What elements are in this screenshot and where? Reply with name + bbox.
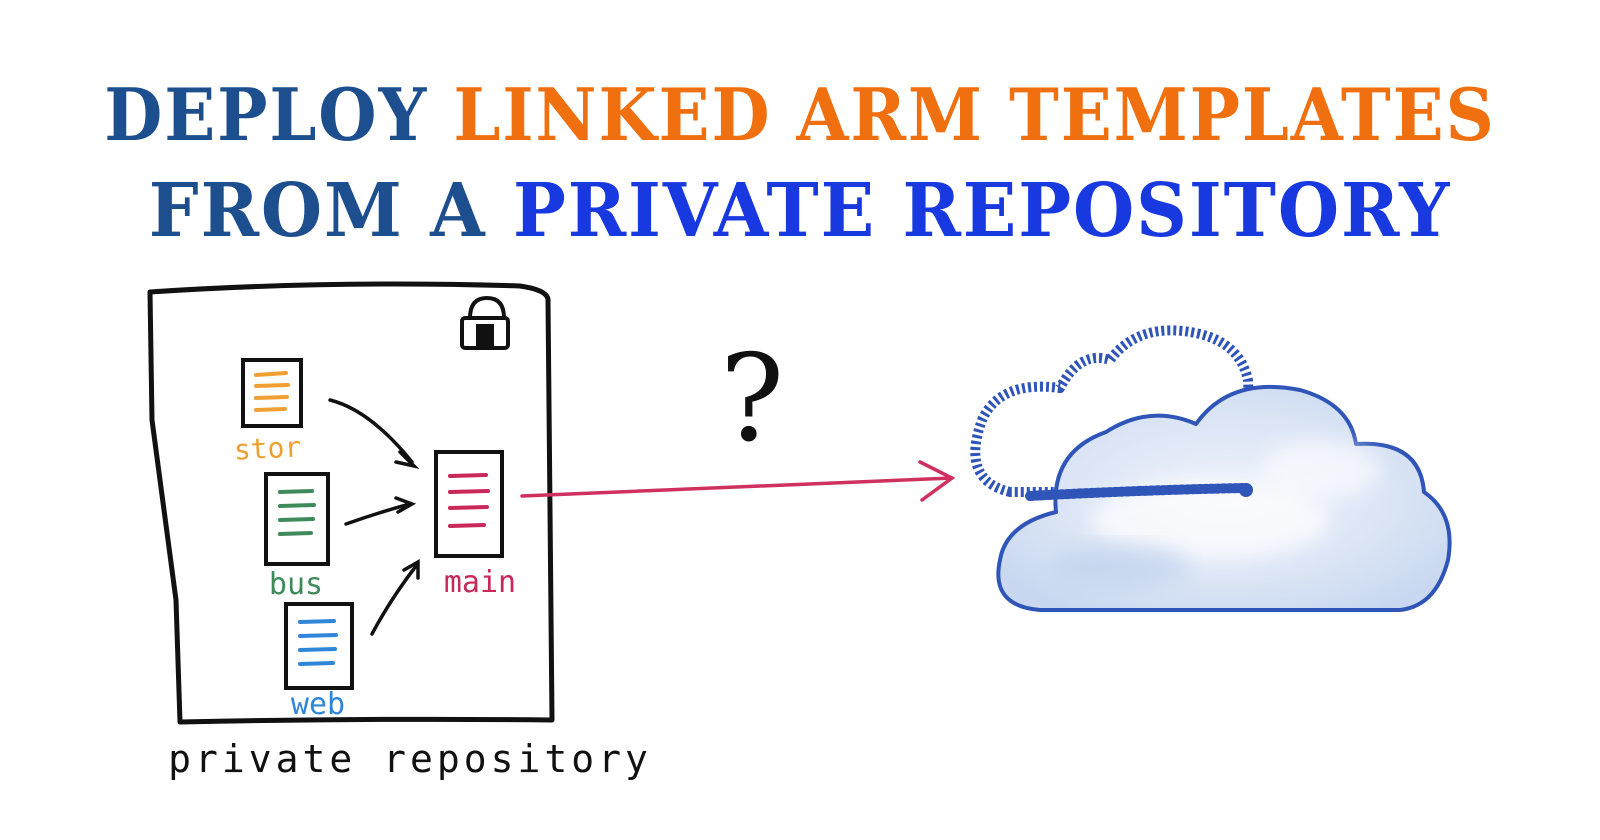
title-word-deploy: DEPLOY <box>104 72 429 157</box>
file-label-main: main <box>444 565 516 600</box>
file-label-bus: bus <box>269 567 323 602</box>
title-word-private-repository: PRIVATE REPOSITORY <box>512 168 1452 254</box>
cloud-icon <box>970 325 1452 612</box>
repository-box <box>147 281 555 725</box>
title-line-1: DEPLOY LINKED ARM TEMPLATES <box>56 72 1544 157</box>
file-main <box>434 450 504 558</box>
file-web <box>284 602 354 690</box>
file-stor <box>241 358 303 428</box>
title-word-from-a: FROM A <box>148 168 487 254</box>
title-line-2: FROM A PRIVATE REPOSITORY <box>40 168 1560 254</box>
question-mark: ? <box>720 330 784 469</box>
lock-icon <box>460 295 510 350</box>
repository-label: private repository <box>168 737 652 781</box>
file-label-stor: stor <box>233 430 302 466</box>
file-bus <box>264 472 330 566</box>
link-arrows <box>328 398 420 636</box>
file-label-web: web <box>291 687 345 722</box>
title-word-linked-arm-templates: LINKED ARM TEMPLATES <box>453 72 1496 157</box>
deploy-arrow <box>520 460 956 502</box>
